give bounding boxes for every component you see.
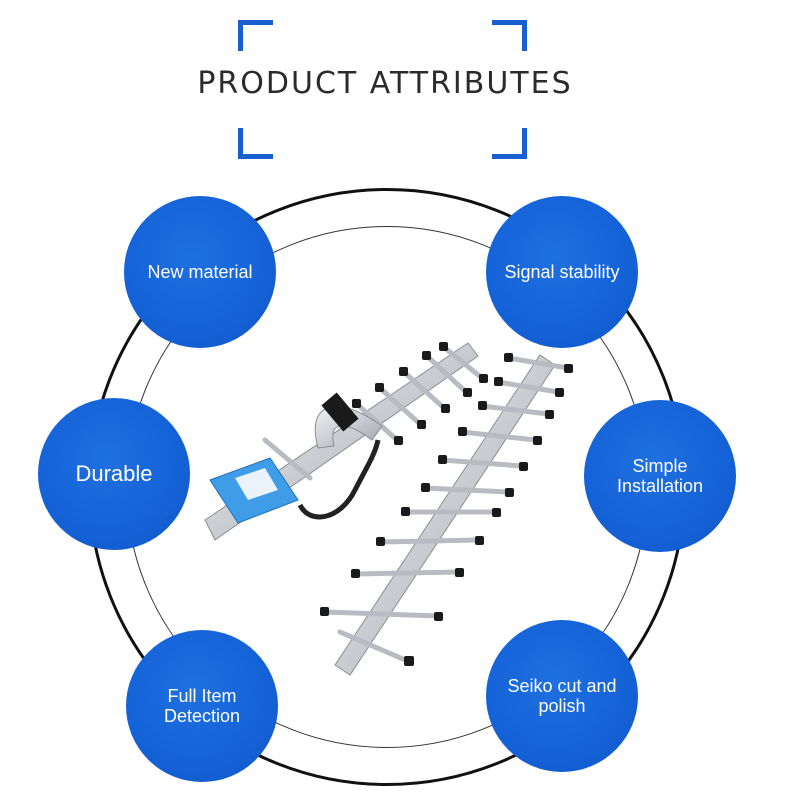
attribute-label: Seiko cut and polish bbox=[507, 676, 617, 716]
attribute-seiko-cut-and-polish: Seiko cut and polish bbox=[486, 620, 638, 772]
attribute-label: Signal stability bbox=[504, 262, 620, 282]
attribute-full-item-detection: Full Item Detection bbox=[126, 630, 278, 782]
title-bracket-top-left bbox=[238, 20, 273, 51]
attribute-durable: Durable bbox=[38, 398, 190, 550]
page-title: PRODUCT ATTRIBUTES bbox=[197, 66, 573, 101]
attribute-label: Durable bbox=[75, 461, 153, 486]
upper-antenna-boom bbox=[204, 342, 488, 541]
lower-antenna-boom bbox=[320, 353, 573, 676]
title-bracket-bottom-right bbox=[492, 128, 527, 159]
attribute-signal-stability: Signal stability bbox=[486, 196, 638, 348]
attribute-label: Full Item Detection bbox=[163, 686, 241, 726]
attribute-label: New material bbox=[147, 262, 253, 282]
attribute-new-material: New material bbox=[124, 196, 276, 348]
attribute-simple-installation: Simple Installation bbox=[584, 400, 736, 552]
attribute-label: Simple Installation bbox=[616, 456, 704, 496]
title-bracket-top-right bbox=[492, 20, 527, 51]
title-bracket-bottom-left bbox=[238, 128, 273, 159]
